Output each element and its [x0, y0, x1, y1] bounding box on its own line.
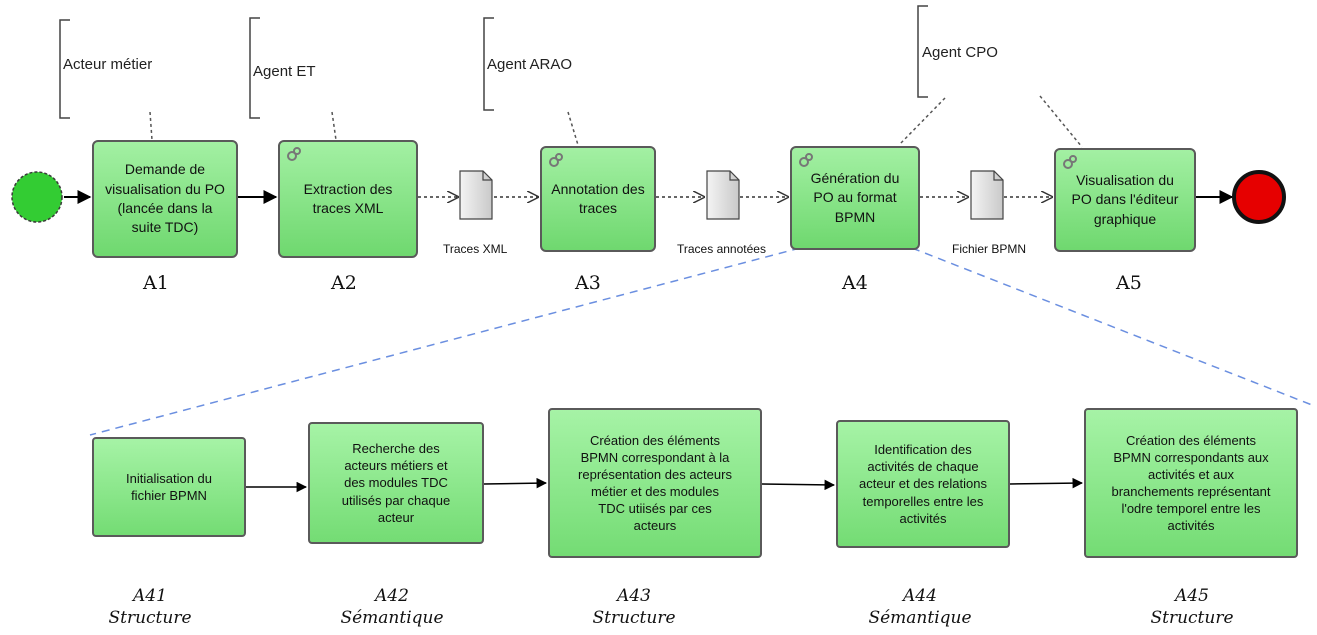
annotation-bracket-a1 [59, 19, 70, 119]
subtask-a44[interactable]: Identification des activités de chaque a… [836, 420, 1010, 548]
subflow-a42-a43 [483, 477, 548, 489]
subflow-a43-a44 [761, 479, 836, 491]
subtask-a41-category: Structure [108, 608, 192, 629]
association-a3 [567, 111, 579, 146]
document-icon [459, 170, 493, 220]
association-a1 [149, 111, 153, 141]
task-a3[interactable]: Annotation des traces [540, 146, 656, 252]
subtask-a43-caption: A43 Structure [554, 585, 714, 629]
task-a4-text: Génération du PO au format BPMN [810, 170, 900, 225]
annotation-agent-arao: Agent ARAO [487, 56, 573, 73]
subtask-a44-category: Sémantique [868, 608, 972, 629]
label-a5: A5 [1116, 272, 1142, 294]
annotation-bracket-a2 [249, 17, 260, 119]
subtask-a44-id: A44 [903, 586, 937, 606]
subtask-a42-caption: A42 Sémantique [312, 585, 472, 629]
subtask-a41-id: A41 [133, 586, 167, 606]
subtask-a45-id: A45 [1175, 586, 1209, 606]
subtask-a41-caption: A41 Structure [70, 585, 230, 629]
subflow-a44-a45 [1009, 477, 1084, 489]
document-label-traces-xml: Traces XML [443, 242, 508, 256]
association-a2 [331, 111, 337, 141]
start-event [11, 171, 63, 223]
subtask-a43-text: Création des éléments BPMN correspondant… [578, 432, 732, 534]
gear-icon [1063, 155, 1077, 169]
subtask-a42-text: Recherche des acteurs métiers et des mod… [341, 441, 451, 525]
task-a4[interactable]: Génération du PO au format BPMN [790, 146, 920, 250]
label-a4: A4 [842, 272, 868, 294]
annotation-agent-et: Agent ET [253, 63, 316, 80]
task-a5-text: Visualisation du PO dans l'éditeur graph… [1071, 172, 1179, 227]
subtask-a42-category: Sémantique [340, 608, 444, 629]
gear-icon [799, 153, 813, 167]
document-label-fichier-bpmn: Fichier BPMN [952, 242, 1027, 256]
expansion-line-right [911, 247, 1313, 406]
subtask-a44-text: Identification des activités de chaque a… [859, 442, 987, 526]
annotation-bracket-a4 [917, 5, 928, 98]
label-a3: A3 [575, 272, 601, 294]
subtask-a45-caption: A45 Structure [1112, 585, 1272, 629]
gear-icon [287, 147, 301, 161]
subtask-a43[interactable]: Création des éléments BPMN correspondant… [548, 408, 762, 558]
task-a2-text: Extraction des traces XML [303, 180, 393, 216]
task-a5[interactable]: Visualisation du PO dans l'éditeur graph… [1054, 148, 1196, 252]
subtask-a42-id: A42 [375, 586, 409, 606]
subtask-a43-category: Structure [592, 608, 676, 629]
label-a2: A2 [331, 272, 357, 294]
subtask-a45[interactable]: Création des éléments BPMN correspondant… [1084, 408, 1298, 558]
subtask-a41[interactable]: Initialisation du fichier BPMN [92, 437, 246, 537]
association-a5 [1039, 95, 1083, 148]
subtask-a45-category: Structure [1150, 608, 1234, 629]
task-a2[interactable]: Extraction des traces XML [278, 140, 418, 258]
annotation-agent-cpo: Agent CPO [922, 44, 998, 61]
subtask-a43-id: A43 [617, 586, 651, 606]
task-a1-text: Demande de visualisation du PO (lancée d… [105, 161, 225, 236]
end-event [1232, 170, 1286, 224]
subtask-a44-caption: A44 Sémantique [840, 585, 1000, 629]
task-a1[interactable]: Demande de visualisation du PO (lancée d… [92, 140, 238, 258]
subtask-a41-text: Initialisation du fichier BPMN [126, 470, 212, 503]
gear-icon [549, 153, 563, 167]
subtask-a45-text: Création des éléments BPMN correspondant… [1111, 432, 1271, 534]
annotation-acteur-metier: Acteur métier [63, 56, 153, 73]
annotation-bracket-a3 [483, 17, 494, 111]
document-icon [970, 170, 1004, 220]
expansion-line-left [89, 247, 801, 436]
document-icon [706, 170, 740, 220]
label-a1: A1 [143, 272, 169, 294]
task-a3-text: Annotation des traces [551, 180, 645, 216]
association-a4 [899, 97, 946, 145]
document-label-traces-annotees: Traces annotées [677, 242, 766, 256]
subtask-a42[interactable]: Recherche des acteurs métiers et des mod… [308, 422, 484, 544]
